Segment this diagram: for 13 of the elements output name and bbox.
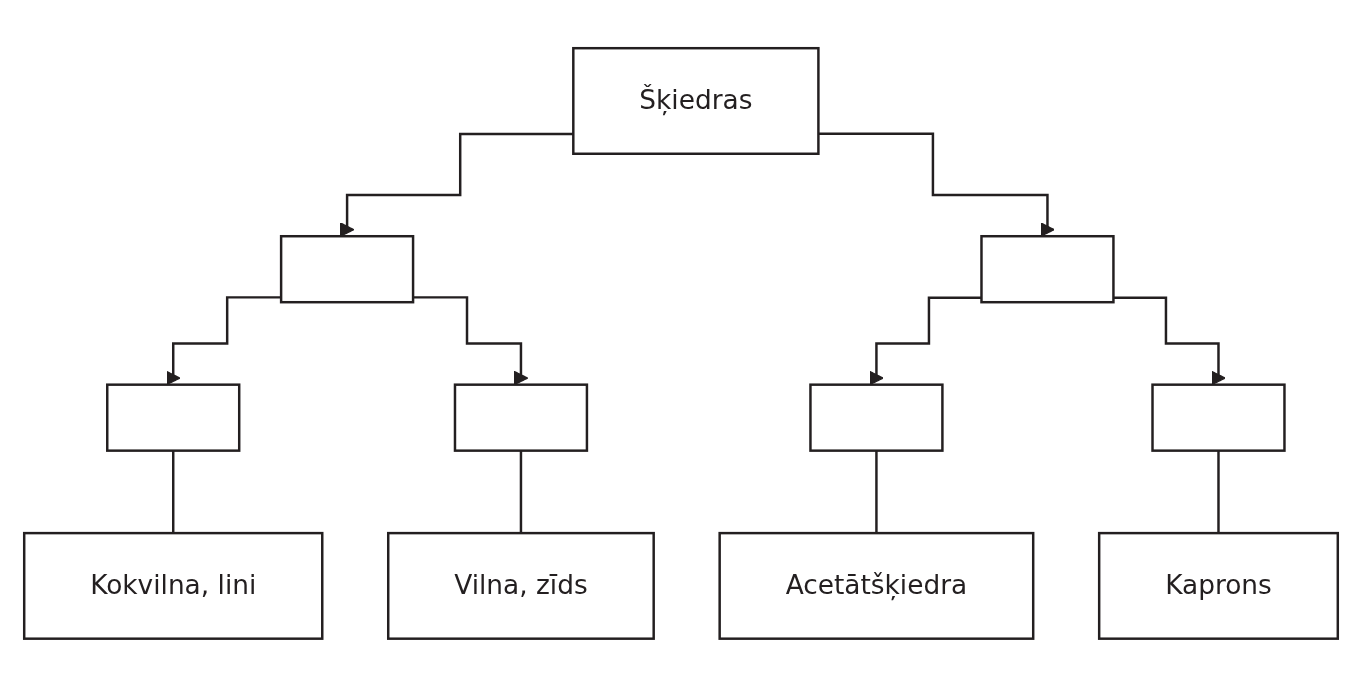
node-box	[453, 383, 589, 452]
node-box	[809, 383, 944, 452]
node-box: Kokvilna, lini	[22, 531, 324, 640]
node-box	[106, 383, 241, 452]
arrow	[339, 132, 574, 237]
node-box: Vilna, zīds	[387, 531, 655, 640]
node-box	[980, 235, 1115, 304]
node-box: Šķiedras	[572, 47, 820, 156]
node-box	[1151, 383, 1286, 452]
arrow	[818, 132, 1055, 237]
node-box	[279, 235, 415, 304]
node-box: Acetātšķiedra	[718, 531, 1035, 640]
node-box: Kaprons	[1097, 531, 1340, 640]
